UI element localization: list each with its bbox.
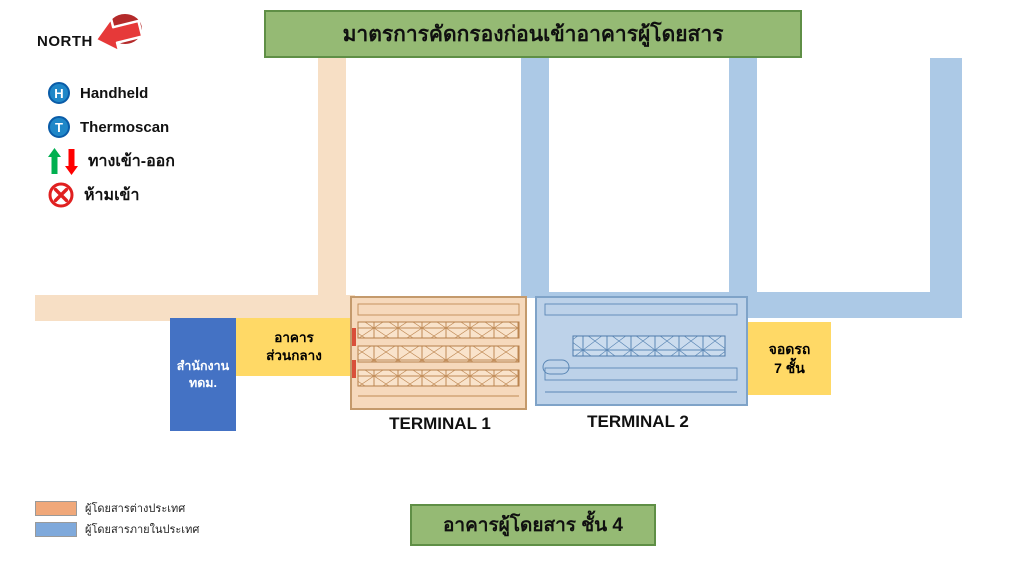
footer-banner: อาคารผู้โดยสาร ชั้น 4	[410, 504, 656, 546]
road-domestic-vertical-1	[521, 58, 549, 298]
passenger-type-legend: ผู้โดยสารต่างประเทศ ผู้โดยสารภายในประเทศ	[35, 499, 199, 538]
terminal2-label: TERMINAL 2	[587, 412, 689, 431]
central-line1: อาคาร	[274, 329, 314, 345]
road-international-vertical	[318, 58, 346, 304]
international-swatch	[35, 500, 77, 516]
parking-building: จอดรถ 7 ชั้น	[748, 322, 831, 395]
central-building: อาคาร ส่วนกลาง	[236, 318, 352, 376]
legend-item-international: ผู้โดยสารต่างประเทศ	[35, 499, 199, 517]
central-line2: ส่วนกลาง	[266, 348, 322, 363]
parking-line2: 7 ชั้น	[774, 359, 805, 376]
legend-label-no-entry: ห้ามเข้า	[84, 186, 140, 204]
road-international-horizontal	[35, 295, 355, 321]
road-domestic-vertical-2	[729, 58, 757, 298]
handheld-badge-icon: H	[48, 82, 70, 104]
terminal2-floorplan	[535, 296, 748, 406]
legend-item-domestic: ผู้โดยสารภายในประเทศ	[35, 520, 199, 538]
title-banner: มาตรการคัดกรองก่อนเข้าอาคารผู้โดยสาร	[264, 10, 802, 58]
terminal1-floorplan	[350, 296, 527, 410]
road-domestic-vertical-right	[930, 58, 962, 300]
thermoscan-badge-icon: T	[48, 116, 70, 138]
no-entry-icon	[48, 182, 74, 208]
legend-label-entry-exit: ทางเข้า-ออก	[88, 152, 175, 170]
legend-item-thermoscan: T Thermoscan	[48, 114, 175, 140]
legend-label-handheld: Handheld	[80, 84, 149, 102]
office-line2: ทดม.	[188, 375, 218, 390]
office-building: สำนักงาน ทดม.	[170, 318, 236, 431]
parking-line1: จอดรถ	[768, 340, 811, 357]
domestic-label: ผู้โดยสารภายในประเทศ	[85, 524, 200, 536]
legend-item-handheld: H Handheld	[48, 80, 175, 106]
international-label: ผู้โดยสารต่างประเทศ	[85, 503, 186, 515]
legend-item-entry-exit: ทางเข้า-ออก	[48, 147, 175, 175]
legend-item-no-entry: ห้ามเข้า	[48, 182, 175, 208]
terminal1-label: TERMINAL 1	[389, 414, 491, 433]
north-label: NORTH	[37, 33, 93, 50]
legend: H Handheld T Thermoscan ทางเข้า-ออก ห้าม…	[48, 80, 175, 208]
legend-label-thermoscan: Thermoscan	[80, 118, 170, 136]
office-line1: สำนักงาน	[176, 358, 230, 373]
domestic-swatch	[35, 521, 77, 537]
north-arrow-icon	[94, 14, 144, 53]
entry-exit-arrows-icon	[48, 147, 78, 175]
